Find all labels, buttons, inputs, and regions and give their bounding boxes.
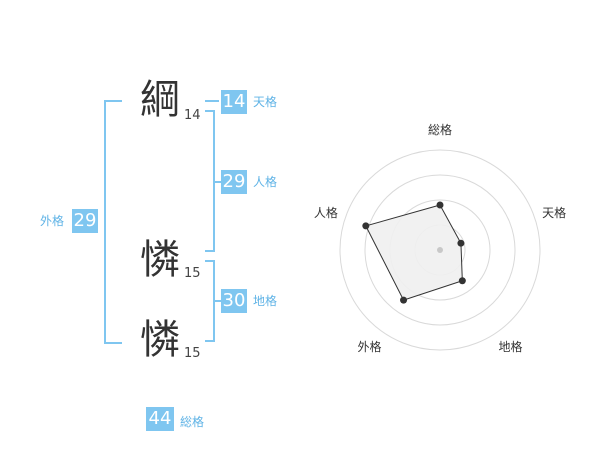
gaikaku-label: 外格 [40, 214, 65, 228]
stroke-count-1: 14 [184, 108, 201, 123]
jinkaku-value: 29 [221, 170, 247, 194]
gaikaku-bracket [104, 100, 122, 344]
radar-center-dot [437, 247, 443, 253]
radar-axis-label: 外格 [357, 339, 381, 354]
radar-axis-label: 地格 [499, 339, 523, 354]
radar-point [400, 296, 408, 304]
radar-point [458, 277, 466, 285]
radar-axis-label: 人格 [314, 205, 338, 220]
tenkaku-label: 天格 [253, 95, 278, 109]
radar-point [362, 222, 370, 230]
radar-point [436, 201, 444, 209]
chikaku-bracket [205, 260, 215, 342]
chikaku-connector [215, 300, 221, 302]
radar-axis-label: 天格 [542, 205, 566, 220]
stroke-count-3: 15 [184, 346, 201, 361]
radar-ring [339, 149, 541, 351]
chikaku-label: 地格 [253, 294, 278, 308]
name-char-3: 憐 [140, 317, 180, 363]
radar-ring [364, 174, 516, 326]
tenkaku-value: 14 [221, 90, 247, 114]
jinkaku-bracket [205, 110, 215, 252]
jinkaku-label: 人格 [253, 175, 278, 189]
soukaku-label: 総格 [180, 415, 205, 429]
name-char-2: 憐 [140, 237, 180, 283]
stroke-count-2: 15 [184, 266, 201, 281]
jinkaku-connector [215, 181, 221, 183]
soukaku-value: 44 [146, 407, 174, 431]
radar-axis-label: 総格 [428, 122, 452, 137]
tenkaku-bracket [205, 100, 219, 102]
name-char-1: 綱 [140, 77, 180, 123]
chikaku-value: 30 [221, 289, 247, 313]
gaikaku-value: 29 [72, 209, 98, 233]
radar-point [457, 239, 465, 247]
radar-polygon [365, 204, 463, 301]
